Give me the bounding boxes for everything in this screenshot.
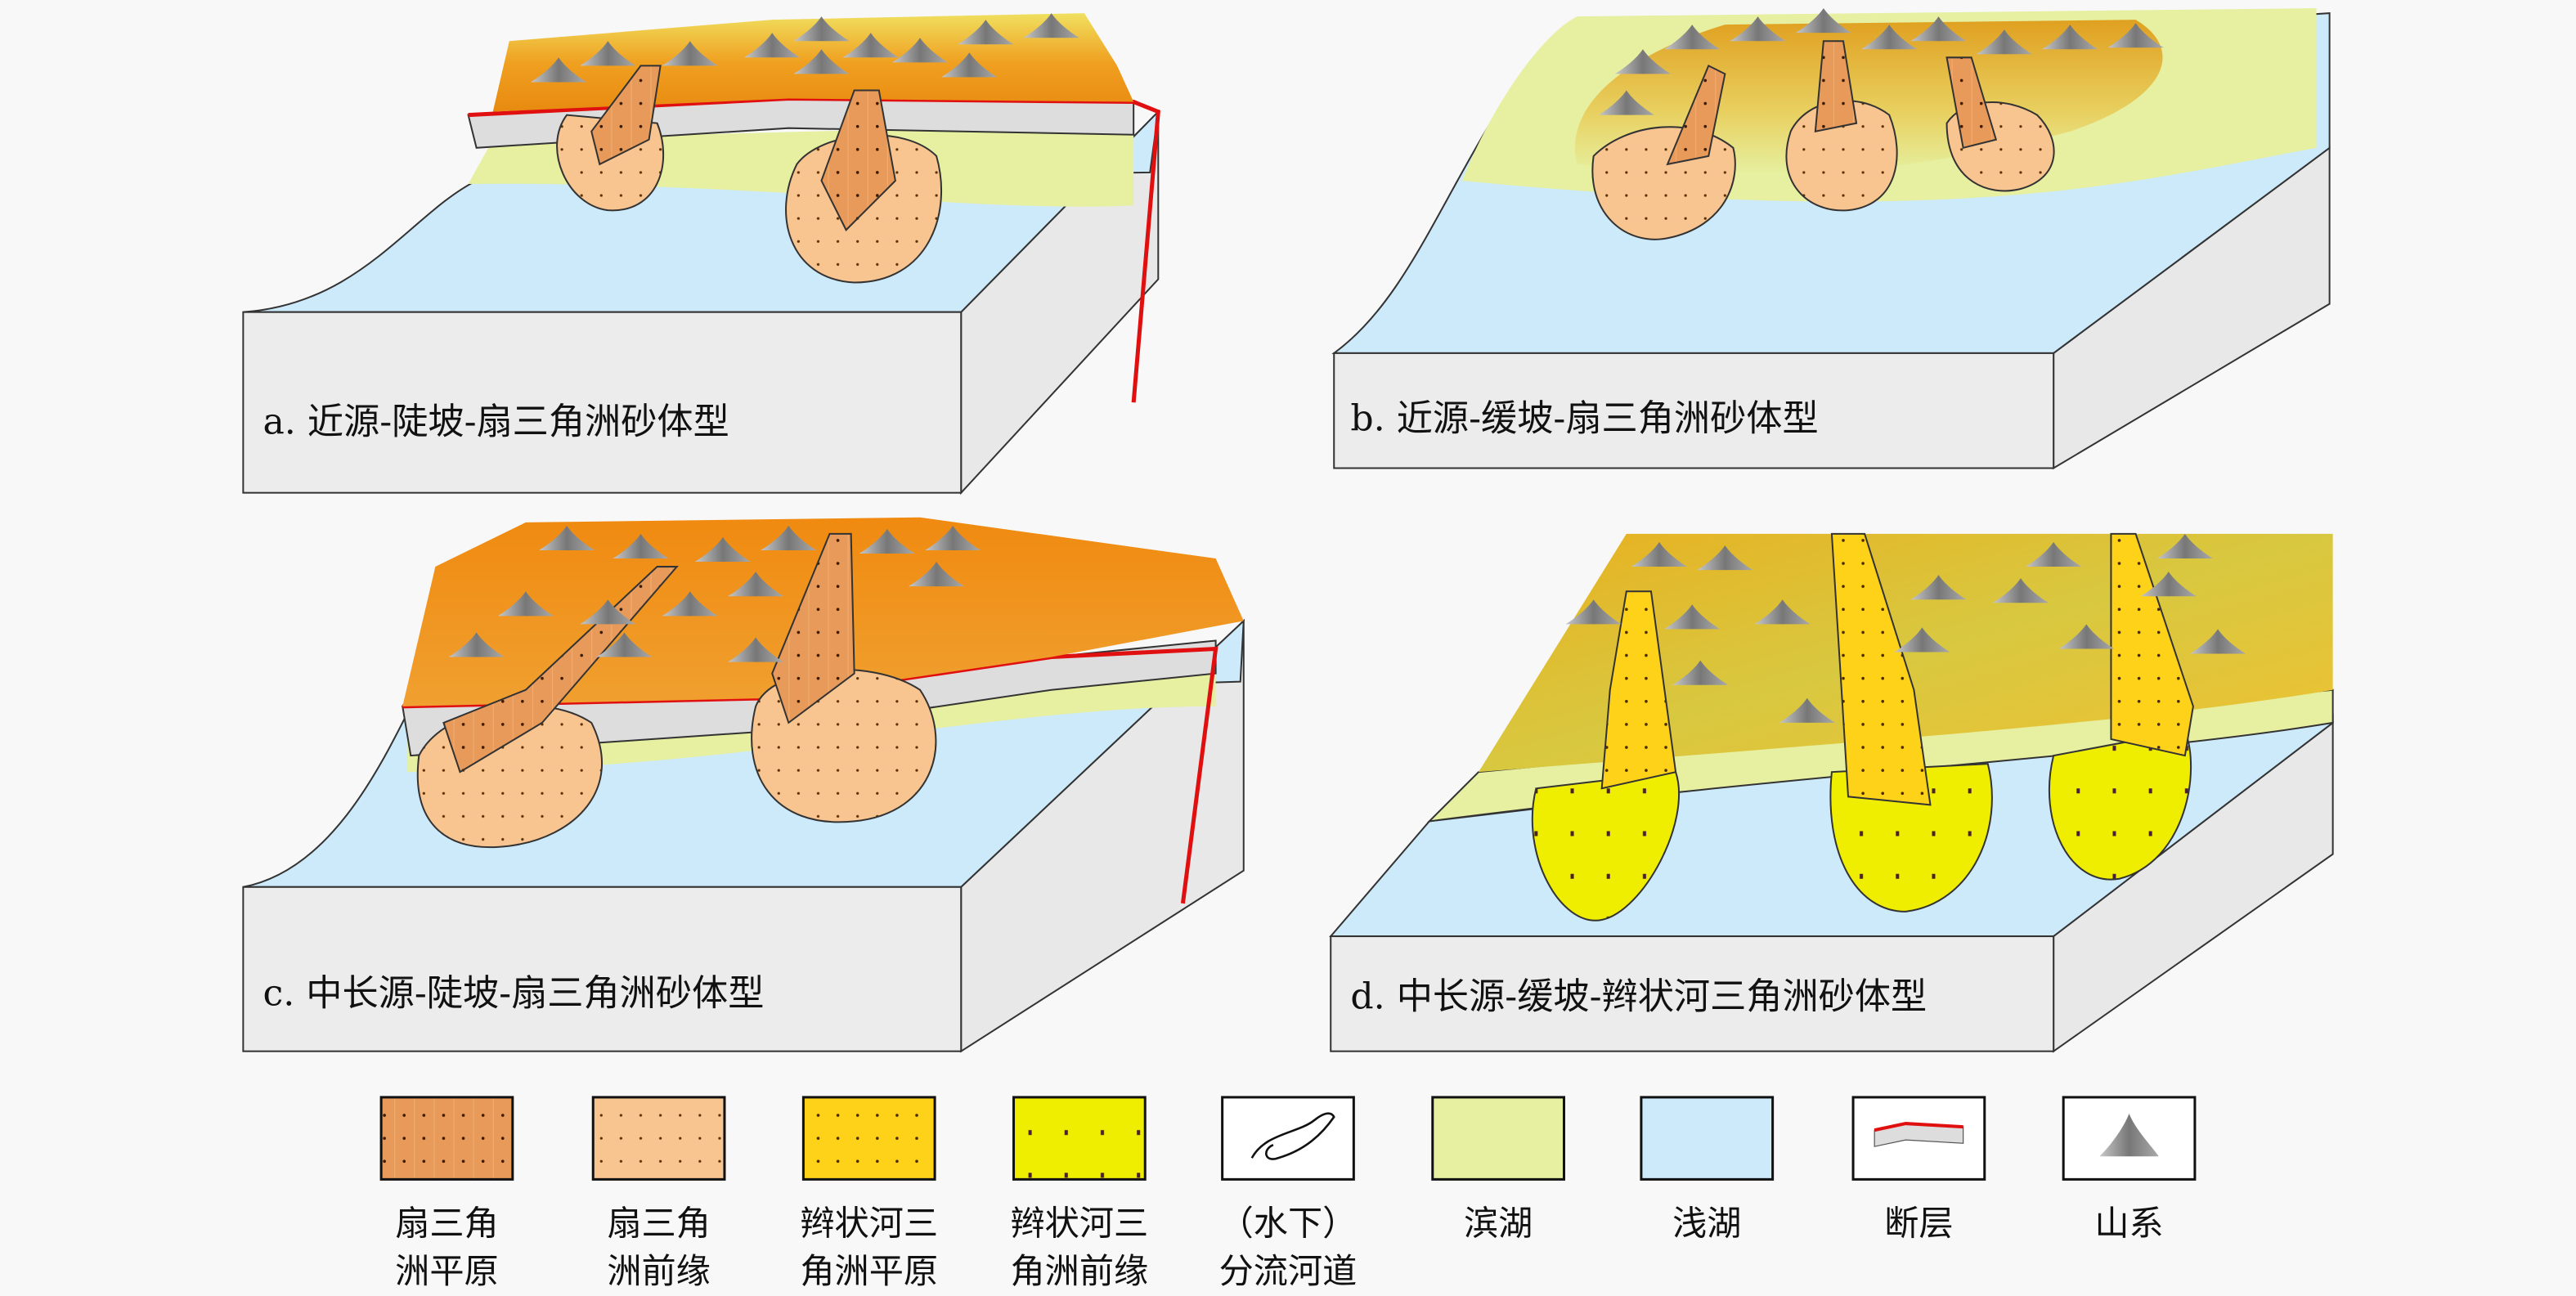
fan-delta-plain [1666, 40, 1998, 166]
mountain-range [448, 525, 981, 662]
mountain-icon [497, 591, 554, 617]
mountain-range [530, 13, 1079, 83]
mountain-icon [2189, 629, 2246, 654]
panel-a: a. 近源-陡坡-扇三角洲砂体型 [242, 13, 1160, 496]
legend-label: 断层 [1884, 1204, 1953, 1244]
mountain-icon [1754, 599, 1811, 625]
legend-item-shore-lake: 滨湖 [1431, 1096, 1565, 1244]
mountain-icon [1795, 8, 1852, 34]
mountain-icon [925, 525, 981, 550]
legend-label: 滨湖 [1464, 1204, 1533, 1244]
mountain-icon [793, 16, 850, 42]
mountain-icon [580, 599, 636, 625]
legend-item-braided-delta-plain: 辫状河三 角洲平原 [800, 1096, 938, 1291]
mountain-icon [1992, 578, 2049, 603]
legend-item-distributary-channel: （水下） 分流河道 [1219, 1096, 1358, 1291]
mountain-icon [530, 57, 587, 83]
legend-item-fan-delta-front: 扇三角 洲前缘 [591, 1096, 726, 1291]
mountain-icon [2025, 541, 2082, 567]
mountain-icon [613, 533, 669, 559]
mountain-icon [538, 525, 595, 550]
mountain-icon [1672, 660, 1729, 685]
mountain-icon [1598, 90, 1654, 115]
mountain-icon [2058, 624, 2115, 649]
braided-delta-front [1531, 729, 2192, 922]
legend: 扇三角 洲平原 扇三角 洲前缘 辫状河三 角洲平原 辫状河三 角洲前缘 （水下）… [379, 1096, 2197, 1291]
mountain-icon [1664, 25, 1721, 50]
mountain-icon [891, 38, 949, 63]
mountain-icon [727, 637, 784, 662]
mountain-icon [1631, 541, 1688, 567]
panel-a-title: a. 近源-陡坡-扇三角洲砂体型 [263, 401, 729, 442]
mountain-icon [1565, 599, 1622, 625]
legend-label: 辫状河三 [800, 1204, 938, 1244]
mountain-icon [1664, 604, 1721, 630]
legend-label: 辫状河三 [1011, 1204, 1149, 1244]
mountain-icon [1697, 545, 1753, 571]
panel-b-title: b. 近源-缓坡-扇三角洲砂体型 [1350, 397, 1818, 439]
front-face [1333, 352, 2055, 469]
mountain-icon [448, 632, 505, 657]
panel-d-title: d. 中长源-缓坡-辫状河三角洲砂体型 [1350, 975, 1927, 1017]
mountain-icon [793, 49, 850, 74]
front-face [1330, 935, 2055, 1052]
mountain-icon [662, 41, 718, 66]
legend-label: 扇三角 [607, 1204, 711, 1244]
legend-label: 浅湖 [1672, 1204, 1741, 1244]
fan-delta-plain [590, 65, 896, 231]
mountain-icon [2099, 1114, 2159, 1157]
legend-label: 洲前缘 [607, 1251, 711, 1291]
mountain-icon [908, 562, 965, 587]
legend-item-fault: 断层 [1851, 1096, 1986, 1244]
mountain-icon [596, 632, 653, 657]
mountain-icon [1910, 16, 1967, 42]
legend-item-fan-delta-plain: 扇三角 洲平原 [379, 1096, 514, 1291]
mountain-icon [1614, 49, 1672, 74]
mountain-icon [580, 41, 636, 66]
channel-icon [1250, 1112, 1335, 1160]
mountain-icon [694, 536, 752, 563]
front-face [242, 886, 963, 1052]
fan-delta-plain [442, 532, 855, 774]
mountain-icon [744, 33, 801, 58]
front-face [242, 311, 963, 494]
mountain-icon [2107, 23, 2164, 48]
mountain-range [1565, 533, 2246, 723]
mountain-icon [1894, 627, 1950, 652]
mountain-icon [2042, 25, 2098, 50]
mountain-icon [941, 52, 998, 78]
mountain-icon [727, 572, 784, 597]
mountain-icon [662, 591, 718, 617]
panel-c: c. 中长源-陡坡-扇三角洲砂体型 [242, 517, 1245, 1053]
legend-item-braided-delta-front: 辫状河三 角洲前缘 [1011, 1096, 1149, 1291]
mountain-icon [842, 33, 899, 58]
mountain-icon [1910, 575, 1967, 600]
legend-label: 角洲前缘 [1011, 1251, 1149, 1291]
legend-label: 分流河道 [1219, 1251, 1358, 1291]
mountain-icon [761, 525, 817, 550]
legend-label: 角洲平原 [800, 1251, 938, 1291]
legend-label: （水下） [1219, 1204, 1358, 1244]
mountain-icon [1861, 25, 1918, 50]
legend-label: 山系 [2094, 1204, 2163, 1244]
panel-c-title: c. 中长源-陡坡-扇三角洲砂体型 [263, 972, 764, 1014]
mountain-icon [2140, 572, 2197, 597]
mountain-icon [1023, 13, 1079, 38]
legend-label: 扇三角 [395, 1204, 499, 1244]
mountain-icon [2156, 533, 2213, 559]
panel-d: d. 中长源-缓坡-辫状河三角洲砂体型 [1329, 532, 2334, 1053]
mountain-icon [859, 528, 915, 554]
mountain-range [1598, 8, 2164, 115]
legend-item-mountains: 山系 [2062, 1096, 2197, 1244]
legend-label: 洲平原 [395, 1251, 499, 1291]
braided-delta-plain [1600, 532, 2194, 806]
legend-item-shallow-lake: 浅湖 [1640, 1096, 1775, 1244]
panel-b: b. 近源-缓坡-扇三角洲砂体型 [1331, 8, 2331, 470]
mountain-icon [1730, 16, 1786, 42]
mountain-icon [1779, 697, 1835, 723]
mountain-icon [958, 20, 1014, 45]
mountain-icon [1976, 29, 2033, 55]
